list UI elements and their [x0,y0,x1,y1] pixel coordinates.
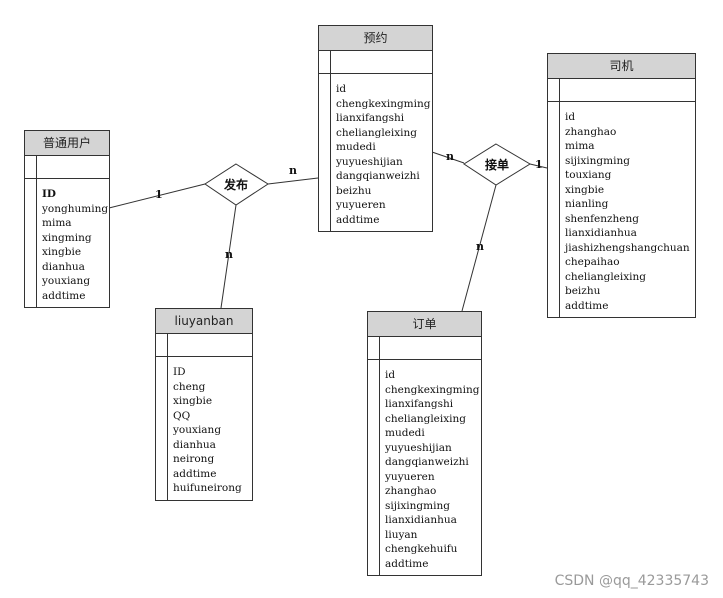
entity-dingdan[interactable]: 订单 id chengkexingming lianxifangshi chelian… [367,311,482,576]
relationship-label-fabu: 发布 [224,178,249,192]
entity-field-list: id chengkexingming lianxifangshi cheliangle… [368,360,481,575]
entity-field: jiashizhengshangchuan [565,241,690,254]
entity-field: dangqianweizhi [336,170,420,182]
entity-field: id [385,369,396,381]
entity-field: ID [42,188,57,200]
entity-field: mudedi [336,141,376,153]
entity-body: id zhanghao mima sijixingming touxiang xingbi… [548,102,695,317]
relationship-diamond-fabu[interactable] [204,163,269,206]
relationship-diamond-jiedan[interactable] [463,143,531,186]
entity-field: liuyan [385,528,418,541]
entity-field: dangqianweizhi [385,456,469,468]
line-user-fabu [108,183,206,209]
entity-title: 预约 [319,26,432,51]
entity-title: 司机 [548,54,695,79]
entity-key-row [319,51,432,74]
entity-field: sijixingming [385,499,450,512]
entity-body: id chengkexingming lianxifangshi cheliangle… [319,74,432,231]
entity-field-list: id zhanghao mima sijixingming touxiang xingbi… [548,102,695,317]
entity-putong-yonghu[interactable]: 普通用户 ID yonghuming mima xingming xingbie dian… [24,130,110,308]
entity-field: sijixingming [565,154,630,167]
entity-body: id chengkexingming lianxifangshi cheliangle… [368,360,481,575]
entity-field: yuyueshijian [336,155,403,168]
entity-field: cheliangleixing [385,412,467,425]
entity-key-row [368,337,481,360]
cardinality-jiedan-siji: 1 [535,158,543,171]
line-jiedan-siji [529,163,548,169]
entity-field: mima [565,140,595,152]
entity-field: lianxidianhua [385,514,457,526]
entity-field: id [565,111,576,123]
entity-field: ID [173,366,186,378]
entity-title: 订单 [368,312,481,337]
line-fabu-yuyue [267,177,319,185]
entity-field: mudedi [385,427,425,439]
entity-field: yuyueshijian [385,441,452,454]
entity-field: QQ [173,409,191,422]
entity-field: xingming [42,231,92,244]
entity-field: cheng [173,380,206,393]
entity-field: cheliangleixing [336,126,418,139]
entity-field: yuyueren [336,199,386,211]
entity-title: 普通用户 [25,131,109,156]
entity-field: youxiang [173,424,222,436]
entity-field: beizhu [336,184,372,197]
line-yuyue-jiedan [431,151,465,164]
entity-field: chengkehuifu [385,543,458,555]
cardinality-user-fabu: 1 [155,188,163,201]
entity-field: youxiang [42,275,91,287]
watermark-text: CSDN @qq_42335743 [554,573,709,589]
entity-field: shenfenzheng [565,212,639,225]
entity-field: lianxidianhua [565,227,637,239]
entity-field: addtime [565,299,609,312]
cardinality-fabu-yuyue: n [289,164,297,177]
entity-field: yuyueren [385,470,435,483]
entity-field: xingbie [42,246,82,258]
entity-field: addtime [42,289,86,302]
entity-key-row [548,79,695,102]
entity-body: ID yonghuming mima xingming xingbie dianhua yo… [25,179,109,307]
cardinality-yuyue-jiedan: n [446,150,454,163]
entity-siji[interactable]: 司机 id zhanghao mima sijixingming touxiang xin… [547,53,696,318]
entity-field: dianhua [42,260,85,273]
entity-field: xingbie [565,183,605,196]
entity-title: liuyanban [156,309,252,334]
entity-field: chengkexingming [336,97,431,110]
entity-field: lianxifangshi [385,398,454,410]
entity-key-row [156,334,252,357]
entity-field: chengkexingming [385,383,480,396]
entity-key-row [25,156,109,179]
entity-field: touxiang [565,169,612,181]
entity-field-list: ID yonghuming mima xingming xingbie dianhua yo… [25,179,109,307]
line-fabu-liuyanban [220,204,237,309]
entity-field: id [336,83,347,95]
entity-field: zhanghao [565,125,617,138]
entity-field: huifuneirong [173,482,242,494]
entity-field: neirong [173,453,215,465]
entity-field: chepaihao [565,256,620,268]
entity-field: yonghuming [42,202,109,215]
entity-field: addtime [336,213,380,226]
entity-field: zhanghao [385,485,437,497]
entity-field: addtime [385,557,429,570]
line-jiedan-dingdan [461,184,497,312]
entity-field: dianhua [173,438,216,451]
entity-field: xingbie [173,395,213,407]
entity-field: addtime [173,467,217,480]
relationship-label-jiedan: 接单 [485,158,510,172]
entity-field: lianxifangshi [336,112,405,124]
cardinality-fabu-liuyanban: n [225,248,233,261]
entity-field: beizhu [565,285,601,297]
entity-field: mima [42,217,72,229]
cardinality-jiedan-dingdan: n [476,240,484,253]
entity-field: cheliangleixing [565,270,647,283]
entity-field-list: id chengkexingming lianxifangshi cheliangle… [319,74,432,231]
entity-field: nianling [565,198,609,210]
entity-yuyue[interactable]: 预约 id chengkexingming lianxifangshi chelian… [318,25,433,232]
